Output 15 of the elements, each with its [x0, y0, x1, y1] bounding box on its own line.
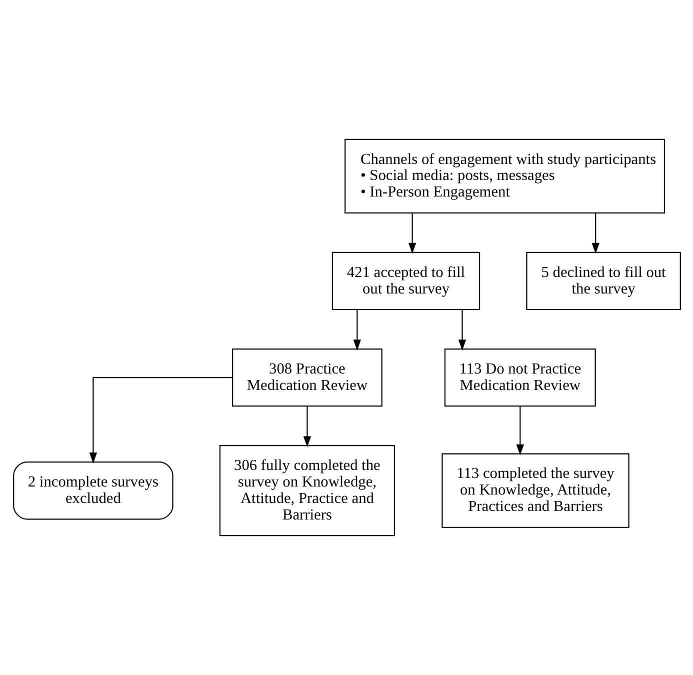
arrow: [458, 310, 466, 351]
arrow: [352, 310, 360, 351]
node-box: 2 incomplete surveys excluded: [12, 462, 173, 520]
node-box: 5 declined to fill out the survey: [526, 252, 680, 310]
arrow: [516, 406, 524, 456]
node-box: 308 Practice Medication Review: [232, 348, 382, 407]
node-box: 113 completed the survey on Knowledge, Attitude, Practices and Barriers: [441, 453, 629, 528]
node-box: 421 accepted to fill out the survey: [331, 252, 480, 310]
arrow: [88, 377, 232, 464]
node-box: Channels of engagement with study participants • Social media: posts, messages • In-Person Engagement: [344, 138, 665, 214]
arrow: [408, 213, 416, 254]
arrow: [302, 406, 311, 448]
arrow: [591, 213, 599, 254]
node-box: 113 Do not Practice Medication Review: [444, 348, 596, 407]
node-box: 306 fully completed the survey on Knowledge, Attitude, Practice and Barriers: [218, 445, 395, 536]
